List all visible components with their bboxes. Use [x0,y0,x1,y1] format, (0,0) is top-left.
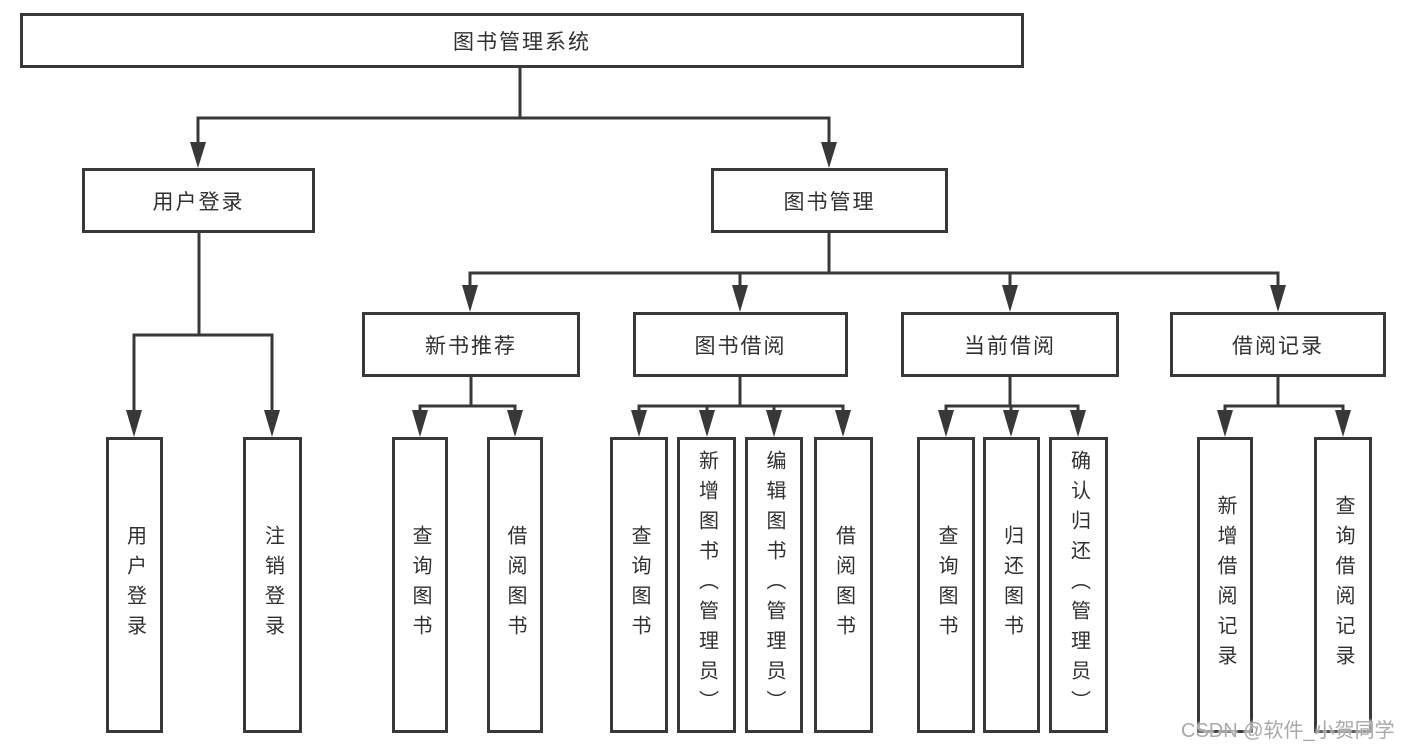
leaf-logout: 注销登录 [243,437,302,733]
node-book-borrow: 图书借阅 [633,312,848,377]
node-book-management: 图书管理 [711,168,948,233]
connector-root-to-level2 [190,68,837,168]
connector-book-borrow-children [631,377,851,437]
node-borrow-records: 借阅记录 [1170,312,1386,377]
leaf-records-add-record: 新增借阅记录 [1197,437,1253,733]
leaf-borrow-query-books: 查询图书 [610,437,668,733]
connector-current-borrow-children [938,377,1086,437]
node-new-book-recommend: 新书推荐 [362,312,580,377]
leaf-recommend-borrow-books: 借阅图书 [487,437,543,733]
connector-user-login-children [126,233,280,437]
watermark: CSDN @软件_小贺同学 [1181,720,1395,742]
node-user-login: 用户登录 [82,168,315,233]
leaf-records-query-record: 查询借阅记录 [1314,437,1372,733]
leaf-user-login: 用户登录 [106,437,163,733]
leaf-borrow-add-books-admin: 新增图书（管理员） [677,437,736,733]
leaf-recommend-query-books: 查询图书 [392,437,448,733]
leaf-borrow-borrow-books: 借阅图书 [814,437,873,733]
node-current-borrow: 当前借阅 [901,312,1119,377]
leaf-current-return-books: 归还图书 [983,437,1040,733]
leaf-borrow-edit-books-admin: 编辑图书（管理员） [745,437,803,733]
leaf-current-confirm-return-admin: 确认归还（管理员） [1049,437,1108,733]
connector-book-management-children [462,233,1286,312]
leaf-current-query-books: 查询图书 [917,437,975,733]
connector-borrow-records-children [1217,377,1351,437]
node-root-library-system: 图书管理系统 [20,13,1024,68]
connector-new-book-recommend-children [412,377,523,437]
